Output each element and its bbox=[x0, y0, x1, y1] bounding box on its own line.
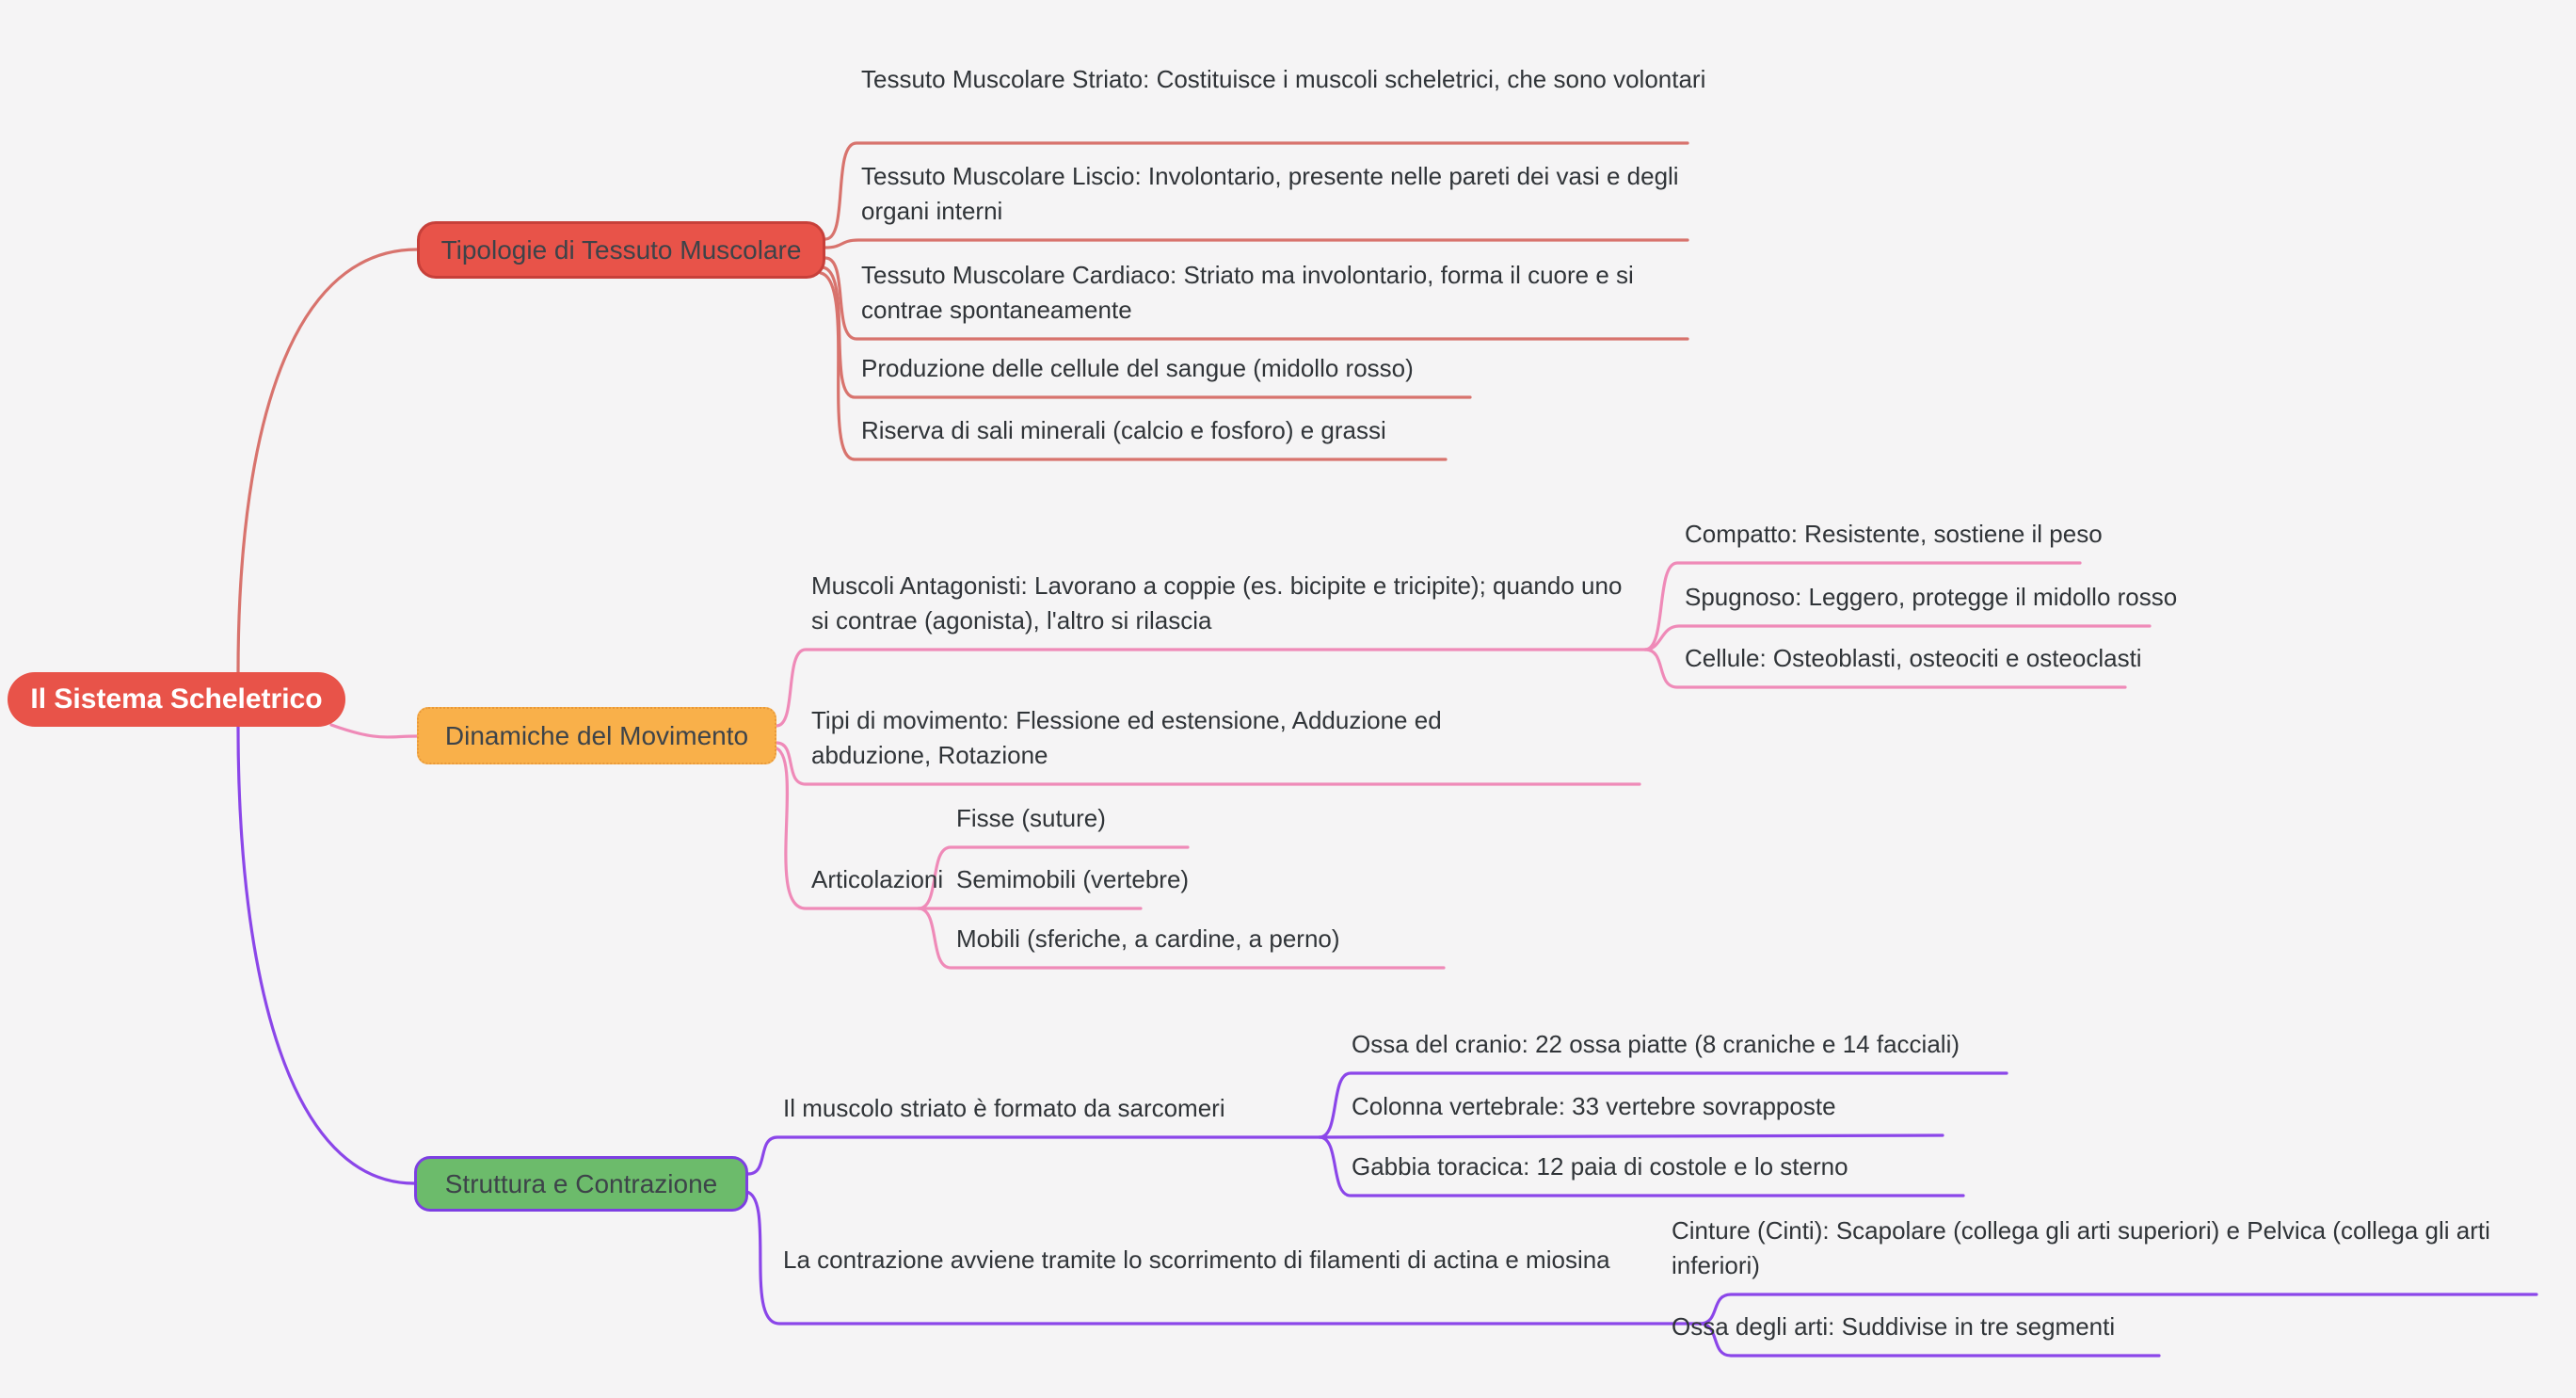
branch-node-label: Dinamiche del Movimento bbox=[444, 720, 749, 750]
leaf-ossa-cranio[interactable]: Ossa del cranio: 22 ossa piatte (8 crani… bbox=[1352, 1030, 1960, 1058]
branch-node-label: Tipologie di Tessuto Muscolare bbox=[440, 234, 802, 265]
leaf-articolazioni-mobili[interactable]: Mobili (sferiche, a cardine, a perno) bbox=[956, 924, 1340, 953]
leaf-muscolo-sarcomeri[interactable]: Il muscolo striato è formato da sarcomer… bbox=[783, 1094, 1225, 1122]
leaf-tessuto-striato[interactable]: Tessuto Muscolare Striato: Costituisce i… bbox=[861, 65, 1706, 93]
leaf-produzione-cellule[interactable]: Produzione delle cellule del sangue (mid… bbox=[861, 354, 1414, 382]
branch-node-tipologie-tessuto[interactable]: Tipologie di Tessuto Muscolare bbox=[417, 221, 825, 279]
leaf-osso-compatto[interactable]: Compatto: Resistente, sostiene il peso bbox=[1685, 520, 2103, 548]
leaf-colonna-vertebrale[interactable]: Colonna vertebrale: 33 vertebre sovrappo… bbox=[1352, 1092, 1836, 1120]
leaf-ossa-arti[interactable]: Ossa degli arti: Suddivise in tre segmen… bbox=[1672, 1312, 2116, 1341]
leaf-osso-spugnoso[interactable]: Spugnoso: Leggero, protegge il midollo r… bbox=[1685, 583, 2178, 611]
leaf-articolazioni-semimobili[interactable]: Semimobili (vertebre) bbox=[956, 865, 1190, 893]
leaf-cellule-ossee[interactable]: Cellule: Osteoblasti, osteociti e osteoc… bbox=[1685, 644, 2142, 672]
leaf-muscoli-antagonisti[interactable]: Muscoli Antagonisti: Lavorano a coppie (… bbox=[811, 571, 1623, 635]
leaf-gabbia-toracica[interactable]: Gabbia toracica: 12 paia di costole e lo… bbox=[1352, 1152, 1848, 1181]
branch-node-label: Struttura e Contrazione bbox=[444, 1168, 718, 1198]
branch-node-dinamiche-movimento[interactable]: Dinamiche del Movimento bbox=[417, 707, 776, 764]
leaf-contrazione-actina-miosina[interactable]: La contrazione avviene tramite lo scorri… bbox=[783, 1245, 1610, 1274]
leaf-articolazioni-fisse[interactable]: Fisse (suture) bbox=[956, 804, 1106, 832]
root-node-sistema-scheletrico[interactable]: Il Sistema Scheletrico bbox=[8, 672, 345, 727]
leaf-tipi-movimento[interactable]: Tipi di movimento: Flessione ed estensio… bbox=[811, 706, 1442, 769]
leaf-cinture[interactable]: Cinture (Cinti): Scapolare (collega gli … bbox=[1672, 1216, 2490, 1279]
leaf-tessuto-cardiaco[interactable]: Tessuto Muscolare Cardiaco: Striato ma i… bbox=[861, 261, 1634, 324]
leaf-articolazioni[interactable]: Articolazioni bbox=[811, 865, 944, 893]
leaf-riserva-sali[interactable]: Riserva di sali minerali (calcio e fosfo… bbox=[861, 416, 1386, 444]
branch-node-struttura-contrazione[interactable]: Struttura e Contrazione bbox=[414, 1156, 748, 1212]
root-node-label: Il Sistema Scheletrico bbox=[30, 683, 323, 715]
leaf-tessuto-liscio[interactable]: Tessuto Muscolare Liscio: Involontario, … bbox=[861, 162, 1679, 225]
